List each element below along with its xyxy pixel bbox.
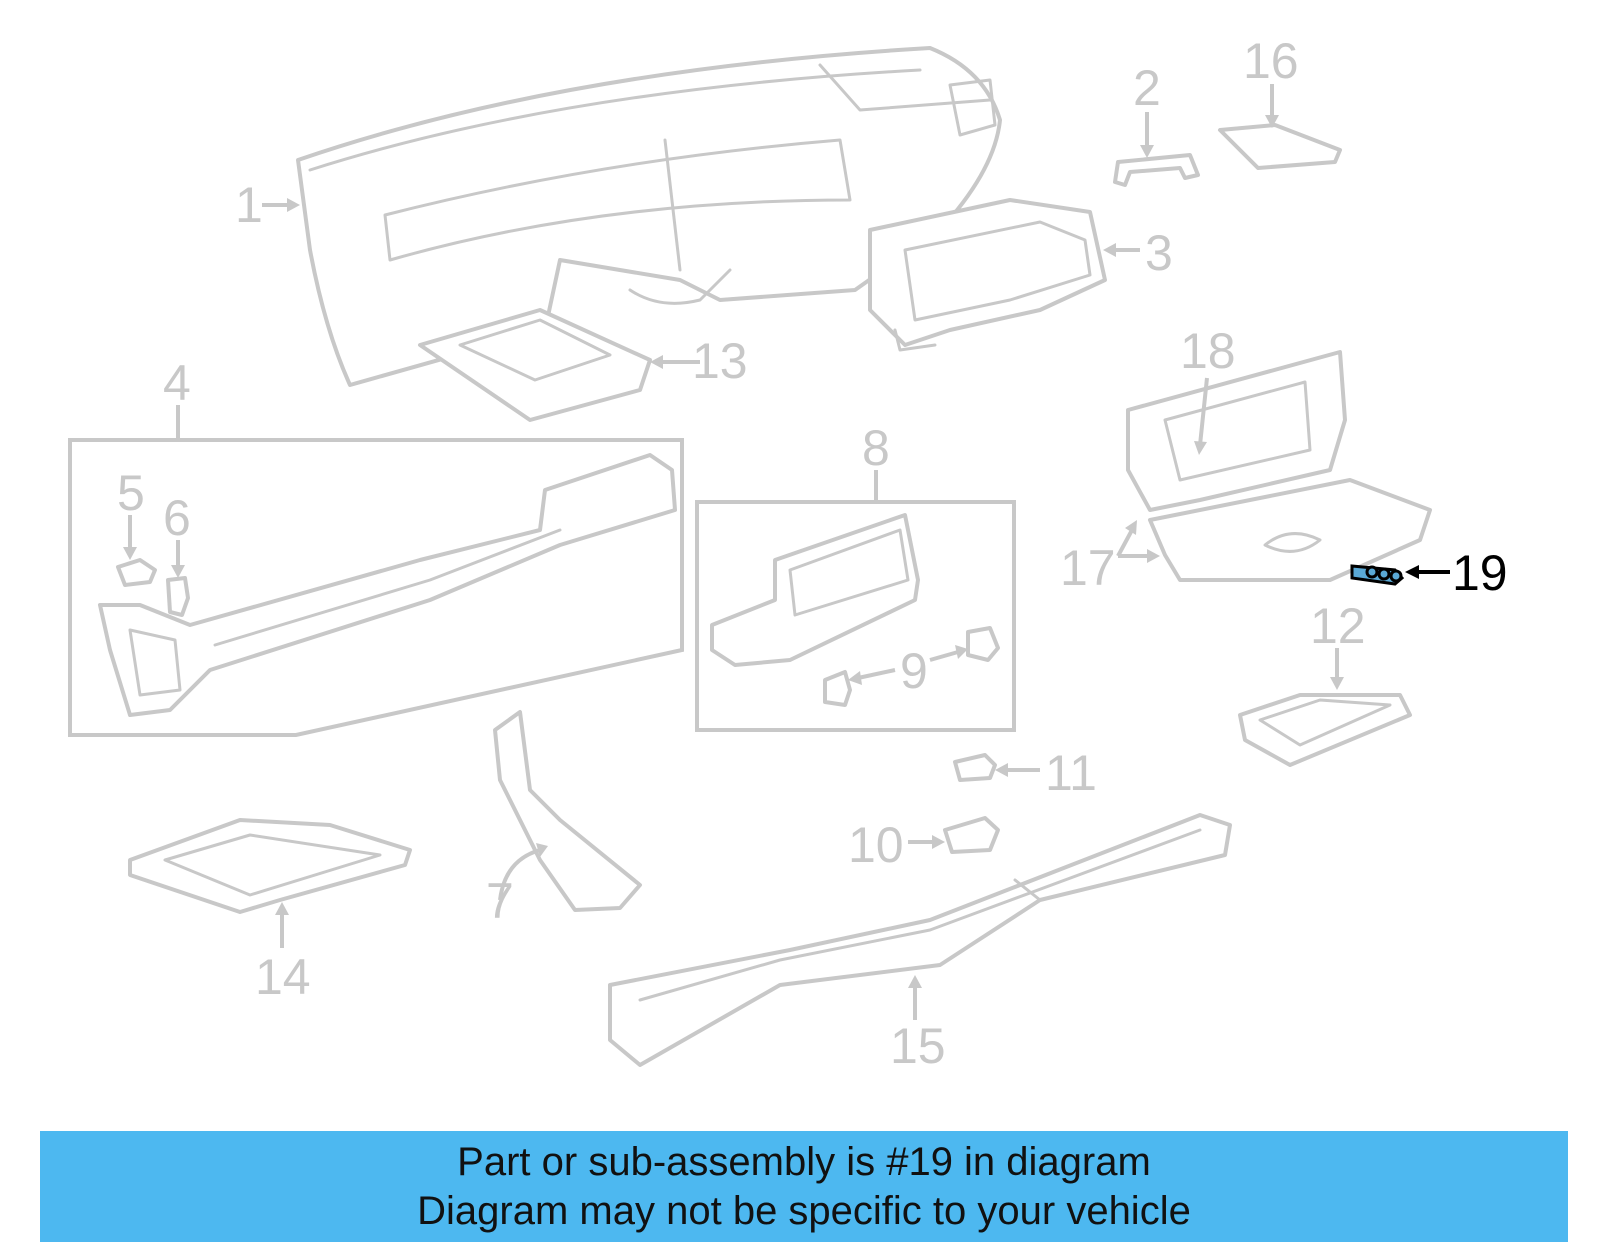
callout-18: 18	[1180, 323, 1236, 379]
part-13-lower-tray[interactable]	[418, 308, 652, 422]
part-14-floor-panel[interactable]	[128, 818, 412, 914]
callout-19-highlighted: 19	[1452, 545, 1508, 601]
leader-arrow-19	[1405, 565, 1450, 579]
part-19-highlighted-clip[interactable]	[1350, 564, 1405, 586]
group-box-4	[68, 438, 684, 737]
part-12-storage-bin[interactable]	[1238, 693, 1412, 767]
part-6-bracket[interactable]	[166, 576, 190, 617]
callout-4: 4	[163, 355, 191, 411]
callout-3: 3	[1145, 225, 1173, 281]
callout-5: 5	[117, 465, 145, 521]
part-3-cluster-bezel[interactable]	[868, 198, 1107, 352]
callout-10: 10	[848, 817, 904, 873]
part-8-glove-box-door[interactable]	[710, 513, 920, 667]
callout-7: 7	[486, 873, 514, 929]
callout-1: 1	[235, 177, 263, 233]
callout-8: 8	[862, 420, 890, 476]
callout-9: 9	[900, 643, 928, 699]
group-box-8	[695, 500, 1016, 732]
callout-11: 11	[1045, 745, 1097, 801]
callout-16: 16	[1243, 33, 1299, 89]
part-11-switch[interactable]	[953, 753, 997, 782]
callout-15: 15	[890, 1018, 946, 1074]
callout-6: 6	[163, 490, 191, 546]
callout-2: 2	[1133, 60, 1161, 116]
part-16-cover-plate[interactable]	[1218, 123, 1342, 170]
part-7-pillar-trim[interactable]	[493, 710, 642, 912]
banner-line-1: Part or sub-assembly is #19 in diagram	[457, 1140, 1151, 1184]
banner-line-2: Diagram may not be specific to your vehi…	[417, 1189, 1191, 1233]
part-18-glove-box[interactable]	[1126, 350, 1432, 582]
part-2-grab-handle[interactable]	[1113, 153, 1200, 187]
part-10-switch[interactable]	[943, 816, 1000, 854]
callout-17: 17	[1060, 540, 1116, 596]
part-9-latch[interactable]	[823, 626, 1000, 707]
callout-13: 13	[692, 333, 748, 389]
parts-diagram: 1 2 3 4 5 6 7 8 9 10 11 12 13 14 15 16 1…	[68, 33, 1508, 1074]
part-1-instrument-panel[interactable]	[296, 46, 1002, 387]
part-4-cross-car-beam[interactable]	[98, 453, 677, 717]
callout-14: 14	[255, 949, 311, 1005]
leader-arrows	[123, 84, 1344, 1020]
part-5-clip[interactable]	[116, 558, 157, 587]
callout-12: 12	[1310, 598, 1366, 654]
part-15-console[interactable]	[608, 813, 1232, 1067]
info-banner: Part or sub-assembly is #19 in diagram D…	[40, 1131, 1568, 1242]
callout-labels: 1 2 3 4 5 6 7 8 9 10 11 12 13 14 15 16 1…	[117, 33, 1508, 1074]
